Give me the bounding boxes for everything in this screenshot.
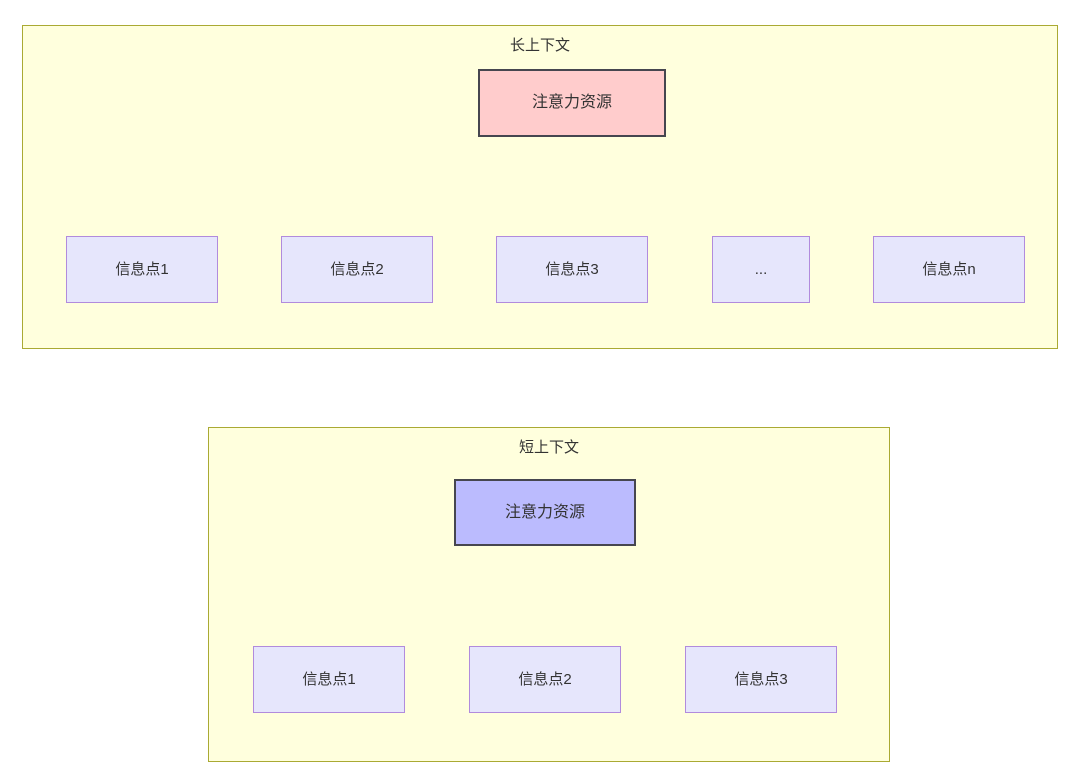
node-info-point-3-long[interactable]: 信息点3 bbox=[496, 236, 648, 303]
node-label: 信息点n bbox=[922, 260, 976, 278]
node-label: 信息点3 bbox=[734, 670, 788, 688]
node-info-point-3-short[interactable]: 信息点3 bbox=[685, 646, 837, 713]
node-label: 注意力资源 bbox=[531, 94, 612, 112]
group-short-context-title: 短上下文 bbox=[518, 439, 579, 456]
node-info-point-ellipsis-long[interactable]: ... bbox=[712, 236, 810, 303]
node-info-point-2-short[interactable]: 信息点2 bbox=[469, 646, 621, 713]
node-attention-resource-short[interactable]: 注意力资源 bbox=[454, 479, 636, 546]
node-label: ... bbox=[754, 260, 768, 278]
node-label: 信息点1 bbox=[115, 260, 169, 278]
node-label: 信息点3 bbox=[545, 260, 599, 278]
node-info-point-2-long[interactable]: 信息点2 bbox=[281, 236, 433, 303]
node-label: 信息点2 bbox=[330, 260, 384, 278]
node-label: 注意力资源 bbox=[504, 503, 585, 521]
node-info-point-n-long[interactable]: 信息点n bbox=[873, 236, 1025, 303]
node-attention-resource-long[interactable]: 注意力资源 bbox=[478, 69, 666, 137]
node-label: 信息点2 bbox=[518, 670, 572, 688]
node-info-point-1-short[interactable]: 信息点1 bbox=[253, 646, 405, 713]
node-label: 信息点1 bbox=[302, 670, 356, 688]
group-long-context-title: 长上下文 bbox=[509, 37, 570, 54]
node-info-point-1-long[interactable]: 信息点1 bbox=[66, 236, 218, 303]
